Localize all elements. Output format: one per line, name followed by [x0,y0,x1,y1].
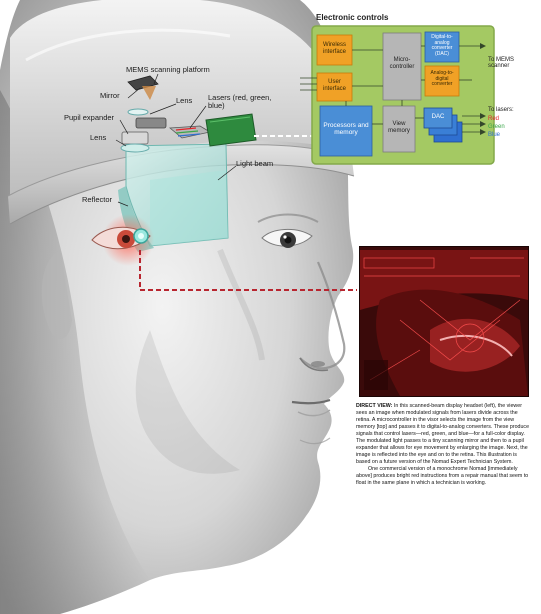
pupil-expander-label: Pupil expander [64,114,114,122]
caption-paragraph-1: DIRECT VIEW: In this scanned-beam displa… [356,403,532,466]
dac-top-block: Digital-to-analog converter (DAC) [425,35,459,57]
caption-lead: DIRECT VIEW: [356,403,392,409]
user-interface-block: User interface [317,79,352,92]
processors-memory-block: Processors and memory [322,122,370,136]
laser-green-label: Green [488,124,505,130]
caption-body-1: In this scanned-beam display headset (le… [356,403,529,465]
to-lasers-label: To lasers: [488,107,514,113]
lens-top-label: Lens [176,97,192,105]
view-memory-block: View memory [383,121,415,134]
laser-red-label: Red [488,116,499,122]
mems-platform-label: MEMS scanning platform [126,66,210,74]
microcontroller-block: Micro-controller [383,57,421,70]
lens-left-label: Lens [90,134,106,142]
reflector-label: Reflector [82,196,112,204]
laser-blue-label: Blue [488,132,500,138]
to-mems-scanner-label: To MEMS scanner [488,57,536,70]
adc-block: Analog-to-digital converter [425,71,459,88]
light-beam-label: Light beam [236,160,273,168]
panel-title: Electronic controls [316,14,388,22]
dac-stack-block: DAC [424,114,452,121]
lasers-label: Lasers (red, green, blue) [208,94,272,110]
nomad-photo-inset [358,245,530,398]
caption-paragraph-2: One commercial version of a monochrome N… [356,466,532,487]
mirror-label: Mirror [100,92,120,100]
caption-text: DIRECT VIEW: In this scanned-beam displa… [356,403,532,487]
wireless-interface-block: Wireless interface [317,42,352,55]
